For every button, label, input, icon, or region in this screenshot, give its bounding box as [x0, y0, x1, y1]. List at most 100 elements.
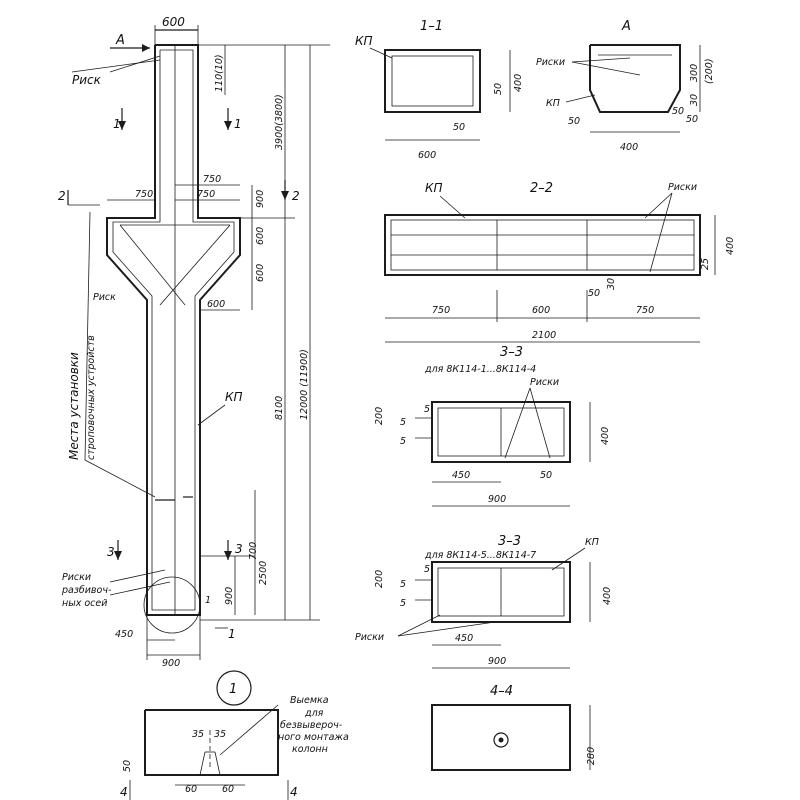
section-2-2-d30: 30: [606, 278, 617, 290]
section-3-3-b-w450: 450: [455, 633, 473, 644]
section-3-3-b-kp: КП: [585, 537, 599, 548]
dim-bracket-total: 750: [203, 174, 221, 185]
dim-shaft-height: 8100: [274, 396, 285, 420]
section-4-marker-left: 4: [120, 785, 128, 799]
section-1-label-left: 1: [113, 117, 121, 131]
view-a-h200: (200): [704, 58, 715, 84]
detail-1-for-1: для: [304, 708, 324, 719]
section-3-3-a-subtitle: для 8К114-1...8К114-4: [424, 364, 536, 375]
section-3-3-a-h5a: 5: [400, 417, 406, 428]
section-1-1-cage: [391, 55, 474, 107]
kp-label-elevation: КП: [225, 390, 243, 404]
view-a: А Риски КП 300 (200) 30 50 50 50 400: [536, 19, 715, 153]
section-3-3-b-total: 900: [488, 656, 506, 667]
risk-axes-label-1: Риски: [62, 572, 91, 583]
section-1-1-title: 1–1: [420, 19, 443, 34]
section-1-1-outline: [384, 49, 481, 113]
section-2-2-cage: [390, 219, 695, 271]
detail-1-d60b: 60: [222, 784, 234, 795]
section-2-2-d25: 25: [700, 258, 711, 270]
section-3-3-b-h5a: 5: [400, 579, 406, 590]
section-2-label-right: 2: [292, 189, 300, 203]
section-1-label-right: 1: [234, 117, 242, 131]
section-3-3-a: 3–3 для 8К114-1...8К114-4 Риски 200 5 5 …: [374, 345, 611, 507]
section-3-3-a-s5: 5: [424, 404, 430, 415]
view-a-outline: [589, 44, 681, 113]
section-3-3-a-title: 3–3: [500, 345, 523, 360]
view-a-d30: 30: [689, 94, 700, 106]
detail-1-d50: 50: [122, 760, 133, 772]
detail-1-for-3: ного монтажа: [278, 732, 349, 743]
section-3-3-b-risk: Риски: [355, 632, 384, 643]
detail-1-d35b: 35: [214, 729, 226, 740]
detail-1-for-4: колонн: [292, 744, 328, 755]
view-a-d50a: 50: [686, 114, 698, 125]
detail-1: 1 35 35 50 60 60 4 4 Выемка для безвывер…: [120, 670, 349, 800]
dim-bracket-left: 750: [135, 189, 153, 200]
dim-upper-height: 3900(3800): [274, 94, 285, 150]
section-1-1: 1–1 КП 600 400 50 50: [355, 19, 524, 161]
risk-label-bracket: Риск: [93, 292, 116, 303]
dim-900-b: 900: [224, 587, 235, 605]
view-a-d50c: 50: [672, 106, 684, 117]
dim-900-bottom: 900: [162, 658, 180, 669]
section-2-label-left: 2: [58, 189, 66, 203]
section-3-3-b-h200: 200: [374, 570, 385, 588]
detail-1-notch-label: Выемка: [290, 695, 329, 706]
detail-ref-label: 1: [205, 595, 211, 606]
detail-1-d35a: 35: [192, 729, 204, 740]
section-3-3-b-h400: 400: [602, 587, 613, 605]
dim-top-offset: 110(10): [214, 54, 225, 92]
section-3-3-a-outline: [431, 401, 571, 463]
section-3-3-a-w450: 450: [452, 470, 470, 481]
view-a-width: 400: [620, 142, 638, 153]
lifting-label-line2: строповочных устройств: [86, 335, 97, 460]
section-1-1-width: 600: [418, 150, 436, 161]
detail-1-callout-circle: [143, 576, 201, 634]
section-3-3-a-d50: 50: [540, 470, 552, 481]
section-3-3-b-subtitle: для 8К114-5...8К114-7: [424, 550, 536, 561]
section-3-3-a-h200: 200: [374, 407, 385, 425]
view-a-kp: КП: [546, 98, 560, 109]
dim-600-c: 600: [207, 299, 225, 310]
dim-450-bottom: 450: [115, 629, 133, 640]
section-3-3-a-risk: Риски: [530, 377, 559, 388]
section-4-4: 4–4 280: [431, 684, 597, 771]
section-2-2-total: 2100: [532, 330, 556, 341]
bracket-diagonal-left: [119, 224, 186, 306]
bracket-diagonal-right: [159, 224, 231, 306]
section-3-label-right: 3: [235, 542, 243, 556]
section-3-3-b-outline: [431, 561, 571, 623]
risk-label-top: Риск: [72, 73, 102, 87]
section-2-2-left: 750: [432, 305, 450, 316]
dim-700: 700: [248, 542, 259, 560]
view-a-d50b: 50: [568, 116, 580, 127]
section-2-2-risk: Риски: [668, 182, 697, 193]
section-1-1-height: 400: [513, 74, 524, 92]
detail-1-d60a: 60: [185, 784, 197, 795]
dim-overall-height: 12000 (11900): [299, 349, 310, 420]
section-1-1-cover-a: 50: [493, 83, 504, 95]
section-3-3-b: 3–3 для 8К114-5...8К114-7 КП 200 5 5 5 Р…: [355, 534, 613, 669]
section-2-2-height: 400: [725, 237, 736, 255]
detail-1-marker: 1: [229, 682, 237, 697]
section-1-1-kp: КП: [355, 34, 373, 48]
dim-top-width: 600: [162, 15, 185, 29]
section-3-3-b-title: 3–3: [498, 534, 521, 549]
detail-1-marker-circle: [216, 670, 252, 706]
detail-1-for-2: безвывероч-: [280, 720, 343, 731]
view-a-h300: 300: [689, 64, 700, 82]
section-3-label-left: 3: [107, 545, 115, 559]
section-3-3-a-h5b: 5: [400, 436, 406, 447]
view-a-title: А: [621, 19, 631, 34]
risk-axes-label-3: ных осей: [62, 598, 107, 609]
section-4-marker-right: 4: [290, 785, 298, 799]
view-a-arrow-label: А: [115, 33, 125, 48]
section-2-2: 2–2 КП Риски 400 25 50 30 750 600 750 21…: [384, 181, 736, 343]
section-4-4-outline: [431, 704, 571, 771]
dim-600-a: 600: [255, 227, 266, 245]
detail-1-outline: [144, 709, 279, 776]
section-4-4-height: 280: [586, 747, 597, 765]
section-4-4-title: 4–4: [490, 684, 513, 699]
dim-600-b: 600: [255, 264, 266, 282]
